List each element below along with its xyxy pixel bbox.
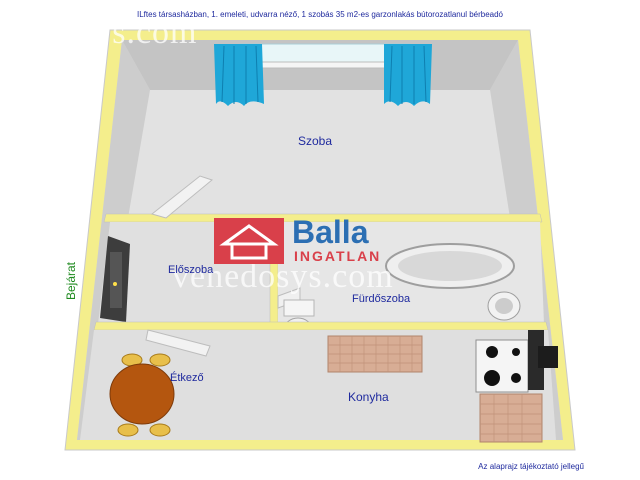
room-label-szoba: Szoba <box>298 134 333 148</box>
footnote: Az alaprajz tájékoztató jellegű <box>478 462 584 471</box>
burner-1 <box>486 346 498 358</box>
bath-sink-basin <box>495 298 513 314</box>
room-label-etkezo: Étkező <box>170 372 204 384</box>
room-label-konyha: Konyha <box>348 390 389 404</box>
curtain-folds <box>221 45 427 104</box>
balla-logo: Balla INGATLAN <box>214 214 430 264</box>
house-logo-icon <box>214 218 284 264</box>
room-label-eloszoba: Előszoba <box>168 264 214 276</box>
kitchen-counter-2 <box>479 393 543 443</box>
entrance-label: Bejárat <box>64 261 78 300</box>
counter-tile-lines <box>328 336 422 372</box>
chair-2 <box>149 353 171 367</box>
logo-sub: INGATLAN <box>294 248 382 264</box>
burner-2 <box>512 348 520 356</box>
stove <box>475 339 529 393</box>
fridge-top <box>538 346 558 368</box>
window-sill <box>249 61 401 69</box>
watermark-top: osys.com <box>62 14 198 51</box>
fridge <box>528 330 544 390</box>
door-handle <box>113 282 117 286</box>
logo-name: Balla <box>292 214 369 250</box>
caption: ILftes társasházban, 1. emeleti, udvarra… <box>137 10 503 19</box>
lower-wall <box>93 321 549 331</box>
counter-2-tile-lines <box>480 394 542 442</box>
burner-3 <box>484 370 500 386</box>
middle-wall <box>103 213 543 223</box>
room-label-furdoszoba: Fürdőszoba <box>352 293 411 305</box>
entrance-door-panel <box>110 252 122 308</box>
kitchen-door <box>145 329 211 357</box>
bathtub-inner <box>398 251 502 281</box>
burner-4 <box>511 373 521 383</box>
toilet-tank <box>283 299 315 317</box>
szoba-floor <box>128 90 510 218</box>
kitchen-floor <box>80 330 556 440</box>
curtain-right <box>384 44 432 106</box>
chair-3 <box>117 423 139 437</box>
dining-table <box>109 363 175 425</box>
chair-4 <box>149 423 171 437</box>
szoba-door <box>150 175 214 219</box>
curtain-left <box>214 44 264 106</box>
watermark-middle: venedosys.com <box>172 258 394 295</box>
